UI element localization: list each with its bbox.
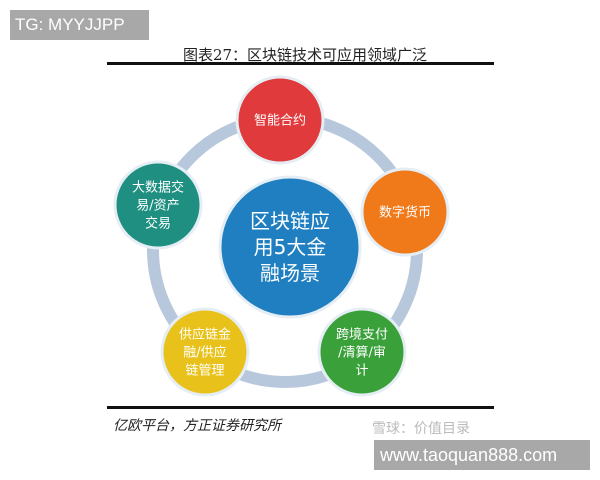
node-3-label: /清算/审: [338, 346, 386, 361]
watermark-tg: TG: MYYJJPP: [10, 10, 149, 40]
watermark-url: www.taoquan888.com: [374, 440, 590, 470]
title-rule: [107, 62, 494, 65]
source-note: 亿欧平台，方正证券研究所: [113, 418, 281, 434]
node-4-label: 融/供应: [183, 345, 226, 361]
figure-title: 图表27：区块链技术可应用领域广泛: [182, 46, 428, 64]
node-3: 跨境支付/清算/审计: [317, 307, 407, 397]
node-4-label: 链管理: [185, 364, 224, 379]
source-rule: [107, 406, 494, 409]
node-5-circle: [113, 160, 203, 250]
node-3-circle: [317, 307, 407, 397]
node-5-label: 易/资产: [136, 199, 179, 214]
node-1-label: 智能合约: [254, 114, 306, 129]
watermark-xueqiu: 雪球：价值目录: [372, 421, 470, 437]
node-3-label: 跨境支付: [336, 328, 388, 343]
node-5-label: 大数据交: [132, 180, 184, 196]
center-node-label: 用5大金: [254, 235, 327, 259]
center-node-label: 区块链应: [250, 209, 330, 233]
node-5-label: 交易: [145, 216, 171, 232]
node-4-circle: [160, 307, 250, 397]
center-node-label: 融场景: [260, 261, 320, 285]
center-node-circle: [218, 175, 362, 319]
node-1-circle: [235, 75, 325, 165]
node-4-label: 供应链金: [179, 327, 231, 343]
node-1: 智能合约: [235, 75, 325, 165]
node-2-circle: [360, 167, 450, 257]
node-2: 数字货币: [360, 167, 450, 257]
node-3-label: 计: [355, 364, 368, 379]
node-2-label: 数字货币: [379, 205, 431, 221]
